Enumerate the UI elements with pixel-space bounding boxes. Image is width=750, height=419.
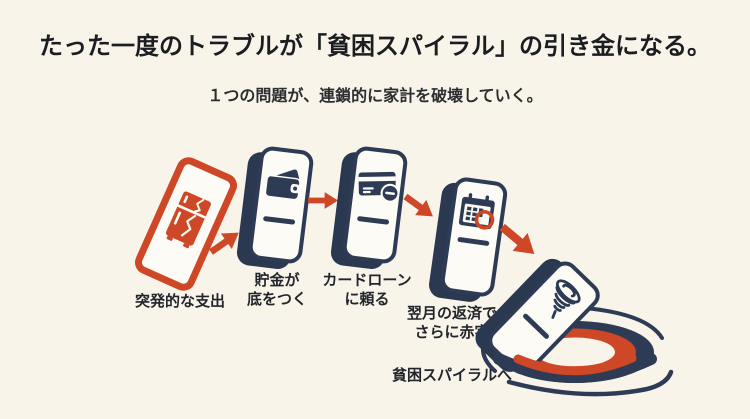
arrow-icon-1 (205, 224, 247, 263)
tile-next-month-deficit (427, 175, 509, 304)
arrow-icon-4 (492, 218, 542, 266)
tile-poverty-spiral (470, 253, 606, 380)
tile-divider (457, 236, 490, 247)
step-label-savings-depleted: 貯金が 底をつく (217, 271, 337, 309)
credit-card-icon (358, 171, 400, 203)
step-label-line: 貧困スパイラルへ (391, 366, 512, 384)
tile-face (341, 145, 409, 265)
tile-divider (262, 215, 296, 225)
tile-savings-depleted (235, 145, 315, 271)
step-label-line: 貯金が (254, 271, 300, 289)
tile-divider (356, 215, 390, 225)
tile-face (482, 256, 606, 380)
page-subtitle: １つの問題が、連鎖的に家計を破壊していく。 (207, 86, 543, 105)
step-label-next-month-deficit: 翌月の返済で さらに赤字 (392, 304, 512, 342)
step-label-card-loan: カードローン に頼る (307, 271, 427, 309)
tornado-icon (551, 279, 581, 319)
tile-card-loan (329, 145, 409, 271)
step-label-line: カードローン (322, 271, 412, 289)
tile-sudden-expense (131, 153, 241, 295)
tile-face (439, 175, 509, 299)
step-label-line: に頼る (344, 290, 390, 308)
step-label-line: 突発的な支出 (134, 292, 225, 310)
page-title: たった一度のトラブルが「貧困スパイラル」の引き金になる。 (39, 32, 711, 60)
step-label-line: さらに赤字 (414, 323, 490, 341)
calendar-icon (458, 192, 495, 230)
step-label-poverty-spiral: 貧困スパイラルへ (377, 366, 527, 385)
step-label-line: 底をつく (246, 290, 307, 308)
step-label-sudden-expense: 突発的な支出 (120, 292, 240, 311)
step-label-line: 翌月の返済で (406, 304, 497, 322)
arrow-icon-3 (397, 188, 439, 227)
refrigerator-icon (166, 191, 212, 248)
wallet-icon (264, 169, 301, 201)
tile-face (247, 145, 315, 265)
arrow-icon-2 (308, 192, 338, 213)
